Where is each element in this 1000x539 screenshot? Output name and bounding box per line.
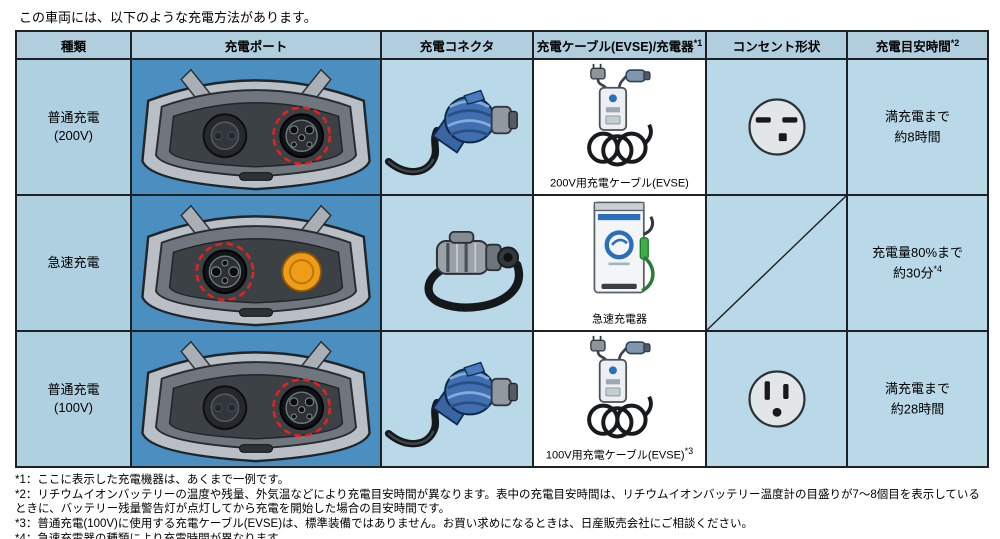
quick-charger-station-icon [593,201,655,294]
charging-methods-table: 種類 充電ポート 充電コネクタ 充電ケーブル(EVSE)/充電器*1 コンセント… [15,30,989,468]
quick-charge-connector-icon [424,231,524,312]
col-header-connector: 充電コネクタ [382,32,532,58]
evse-cable-icon [586,335,653,439]
normal-charge-connector-icon [384,361,518,448]
charge-port-quick-highlighted-icon [141,204,371,327]
col-header-outlet-shape: コンセント形状 [707,32,846,58]
outlet-cell-row1 [707,60,846,194]
time-cell-row1: 満充電まで 約8時間 [848,60,987,194]
footnote-3: *3：普通充電(100V)に使用する充電ケーブル(EVSE)は、標準装備ではあり… [15,518,753,531]
connector-cell-row2 [382,196,532,330]
cable-caption-row1: 200V用充電ケーブル(EVSE) [550,178,689,190]
outlet-200v-icon [747,98,806,156]
cable-caption-row2: 急速充電器 [592,314,647,326]
charge-port-normal-highlighted-icon [141,340,371,463]
type-quick-charge: 急速充電 [17,196,130,330]
footnotes: *1：ここに表示した充電機器は、あくまで一例です。 *2：リチウムイオンバッテリ… [15,473,985,539]
outlet-cell-row3 [707,332,846,466]
cable-caption-row3: 100V用充電ケーブル(EVSE)*3 [545,446,694,462]
type-normal-200v: 普通充電 (200V) [17,60,130,194]
diagonal-slash-icon [707,196,846,330]
intro-text: この車両には、以下のような充電方法があります。 [19,10,317,25]
connector-cell-row1 [382,60,532,194]
outlet-cell-row2 [707,196,846,330]
col-header-cable-charger: 充電ケーブル(EVSE)/充電器*1 [534,32,705,58]
time-cell-row3: 満充電まで 約28時間 [848,332,987,466]
charge-port-cell-row3 [132,332,380,466]
evse-cable-icon [586,63,653,167]
outlet-100v-icon [747,370,806,428]
connector-cell-row3 [382,332,532,466]
cable-cell-row2: 急速充電器 [534,196,705,330]
footnote-2: *2：リチウムイオンバッテリーの温度や残量、外気温などにより充電目安時間が異なり… [15,489,980,516]
footnote-1: *1：ここに表示した充電機器は、あくまで一例です。 [15,474,290,486]
type-normal-100v: 普通充電 (100V) [17,332,130,466]
cable-cell-row3: 100V用充電ケーブル(EVSE)*3 [534,332,705,466]
col-header-charge-port: 充電ポート [132,32,380,58]
charge-port-cell-row1 [132,60,380,194]
charge-port-cell-row2 [132,196,380,330]
cable-cell-row1: 200V用充電ケーブル(EVSE) [534,60,705,194]
col-header-type: 種類 [17,32,130,58]
normal-charge-connector-icon [384,89,518,176]
charge-port-normal-highlighted-icon [141,68,371,191]
footnote-4: *4：急速充電器の種類により充電時間が異なります。 [15,532,985,539]
col-header-charge-time: 充電目安時間*2 [848,32,987,58]
time-cell-row2: 充電量80%まで 約30分*4 [848,196,987,330]
